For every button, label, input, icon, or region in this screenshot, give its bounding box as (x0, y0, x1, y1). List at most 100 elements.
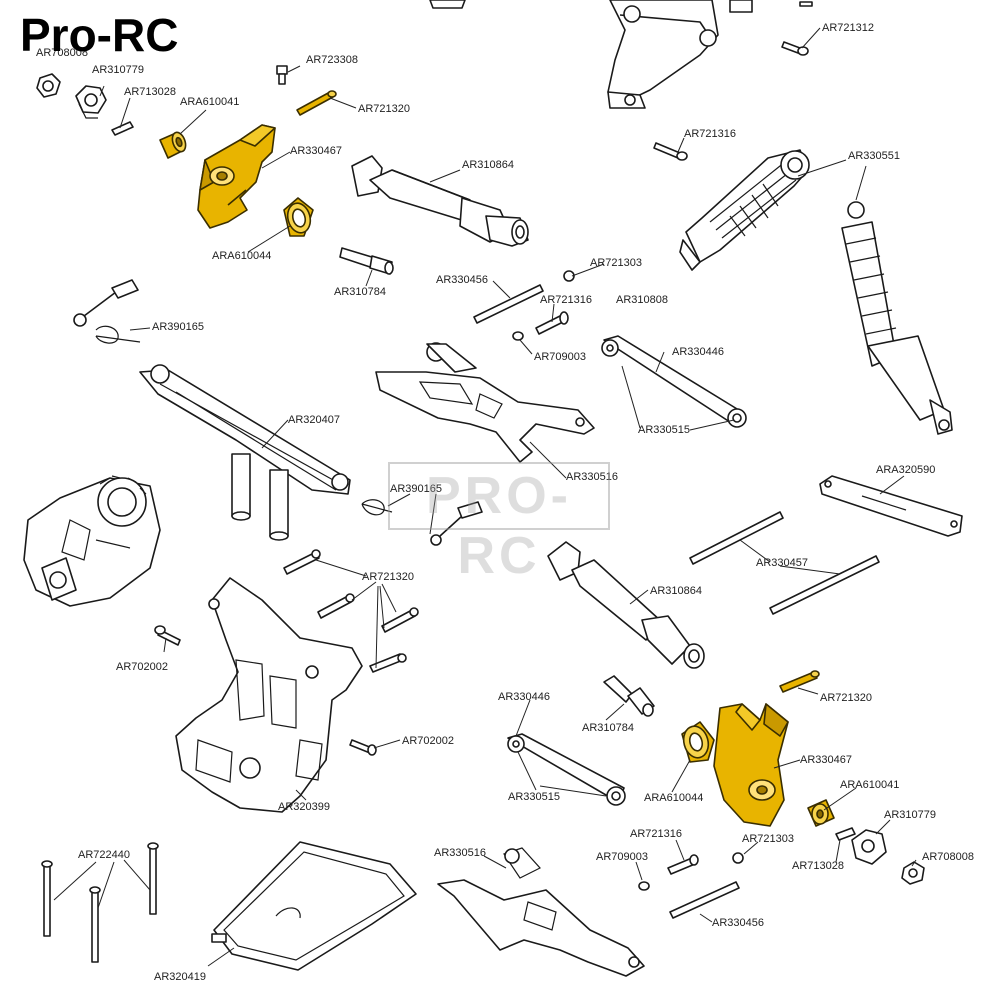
driveshaft-ar310864-mid (547, 541, 705, 669)
screw-ar721316-top (653, 142, 688, 161)
skid-ar320419 (211, 841, 417, 971)
label-ar330516-mid: AR330516 (566, 471, 618, 483)
label-ar330467-bot: AR330467 (800, 754, 852, 766)
screw-ar723308 (276, 65, 288, 85)
screw-ar702002-mid (349, 739, 377, 756)
label-ara610041-bot: ARA610041 (840, 779, 899, 791)
label-ar702002-mid: AR702002 (402, 735, 454, 747)
label-ar310864-bot: AR310864 (650, 585, 702, 597)
brand-logo: Pro-RC (20, 9, 179, 61)
label-ar709003-top: AR709003 (534, 351, 586, 363)
label-ar310779-bot: AR310779 (884, 809, 936, 821)
shock-ar330551-lower (841, 201, 953, 435)
hex-hub-ar310779-top (75, 85, 107, 119)
screw-ar702002-left (154, 625, 181, 646)
label-ar713028-top: AR713028 (124, 86, 176, 98)
steering-link-ar390165-left (73, 279, 141, 344)
washer-ar709003-bot (638, 881, 650, 891)
pin-ar330456-bot (669, 881, 740, 919)
knuckle-ar330467-top (197, 124, 276, 229)
upper-arm-partial (429, 0, 753, 109)
label-ar721316-bot: AR721316 (630, 828, 682, 840)
label-ar320407: AR320407 (288, 414, 340, 426)
label-ar702002-left: AR702002 (116, 661, 168, 673)
label-ar310784-top: AR310784 (334, 286, 386, 298)
pin-ar713028-bot (835, 827, 856, 841)
axle-ar310784-bot (603, 675, 655, 717)
label-ara610044-top: ARA610044 (212, 250, 271, 262)
plate-ara320590 (819, 475, 963, 537)
bearing-ara610041-bot (807, 799, 835, 827)
watermark-frame (388, 462, 610, 530)
screw-ar721316-bot (667, 854, 699, 875)
label-ar330446-top: AR330446 (672, 346, 724, 358)
label-ar721303-top: AR721303 (590, 257, 642, 269)
label-ar721316-top: AR721316 (684, 128, 736, 140)
link-ar330446-top (601, 335, 747, 428)
steering-link-ar390165-mid (361, 499, 483, 546)
label-ar310864-top: AR310864 (462, 159, 514, 171)
knuckle-ar330467-bot (713, 703, 789, 827)
label-ar721316-mid: AR721316 (540, 294, 592, 306)
hex-hub-ar310779-bot (851, 829, 887, 865)
shock-ar330551-upper (679, 149, 810, 271)
label-ar708008-bot: AR708008 (922, 851, 974, 863)
label-ara320590: ARA320590 (876, 464, 935, 476)
bolts-ar722440 (41, 842, 159, 963)
label-ar722440: AR722440 (78, 849, 130, 861)
label-ar330457: AR330457 (756, 557, 808, 569)
label-ar713028-bot: AR713028 (792, 860, 844, 872)
label-ar320399: AR320399 (278, 801, 330, 813)
watermark-text: PRO-RC (426, 467, 572, 585)
washer-ar709003-top (512, 331, 524, 341)
label-ar330456-top: AR330456 (436, 274, 488, 286)
pin-ar721320-right (779, 670, 820, 693)
nut-ar721303-bot (732, 852, 744, 864)
arm-ar330516-bot (437, 847, 645, 977)
housing-ar320399 (175, 577, 363, 813)
label-ara610044-bot: ARA610044 (644, 792, 703, 804)
screw-ar721316-mid (535, 311, 569, 335)
nut-ar708008-top (36, 73, 61, 98)
label-ar330456-bot: AR330456 (712, 917, 764, 929)
pin-ar330456-top (473, 284, 544, 324)
label-ar310779-top: AR310779 (92, 64, 144, 76)
label-ar721303-bot: AR721303 (742, 833, 794, 845)
label-ar330467-top: AR330467 (290, 145, 342, 157)
rods-ar330457 (689, 511, 880, 615)
label-ara610041-top: ARA610041 (180, 96, 239, 108)
label-ar320419: AR320419 (154, 971, 206, 983)
screw-ar721312 (781, 1, 813, 56)
label-ar390165-left: AR390165 (152, 321, 204, 333)
driveshaft-ar310864-top (351, 155, 529, 247)
link-ar330446-bot (507, 733, 626, 806)
leader-lines (53, 27, 917, 967)
nut-ar721303-top (563, 270, 575, 282)
pins-ar721320-mid (283, 549, 419, 673)
label-ar330446-bot: AR330446 (498, 691, 550, 703)
label-ar390165-mid: AR390165 (390, 483, 442, 495)
label-ar723308: AR723308 (306, 54, 358, 66)
arm-ar330516-mid (375, 342, 595, 463)
bearing-ara610044-top (283, 197, 314, 237)
nut-ar708008-bot (901, 861, 925, 885)
axle-ar310784-top (339, 247, 394, 275)
differential-housing (23, 475, 161, 607)
label-ar721320-right: AR721320 (820, 692, 872, 704)
label-ar721320-mid: AR721320 (362, 571, 414, 583)
part-labels: AR708008 AR310779 AR713028 ARA610041 AR7… (36, 22, 974, 983)
label-ar330551: AR330551 (848, 150, 900, 162)
label-ar330515-bot: AR330515 (508, 791, 560, 803)
label-ar330515-top: AR330515 (638, 424, 690, 436)
pin-ar721320-top (296, 90, 337, 116)
pin-ar713028-top (111, 121, 134, 136)
label-ar721320-top: AR721320 (358, 103, 410, 115)
label-ar310784-bot: AR310784 (582, 722, 634, 734)
bearing-ara610044-bot (681, 721, 715, 763)
brace-ar320407 (139, 364, 351, 541)
label-ar709003-bot: AR709003 (596, 851, 648, 863)
label-ar310808: AR310808 (616, 294, 668, 306)
label-ar330516-bot: AR330516 (434, 847, 486, 859)
label-ar721312: AR721312 (822, 22, 874, 34)
